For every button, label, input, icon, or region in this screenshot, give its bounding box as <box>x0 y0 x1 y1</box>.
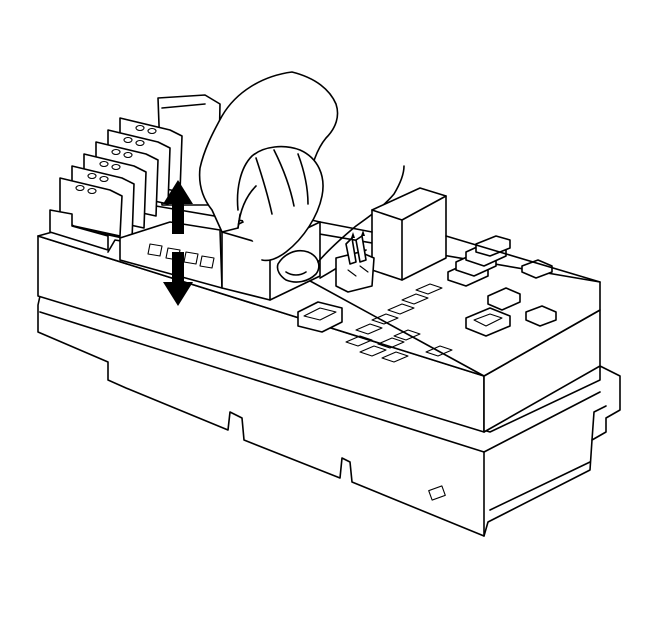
fuse-slots <box>297 235 557 363</box>
up-arrow-icon <box>163 180 193 234</box>
hand-icon <box>198 71 405 283</box>
connector-clip <box>335 230 375 293</box>
housing-rear-edge <box>319 221 601 283</box>
mounting-bracket <box>37 295 621 537</box>
relay-cavity <box>119 221 223 289</box>
rear-relay <box>371 187 447 281</box>
down-arrow-icon <box>163 252 193 306</box>
up-down-arrow <box>163 180 193 306</box>
